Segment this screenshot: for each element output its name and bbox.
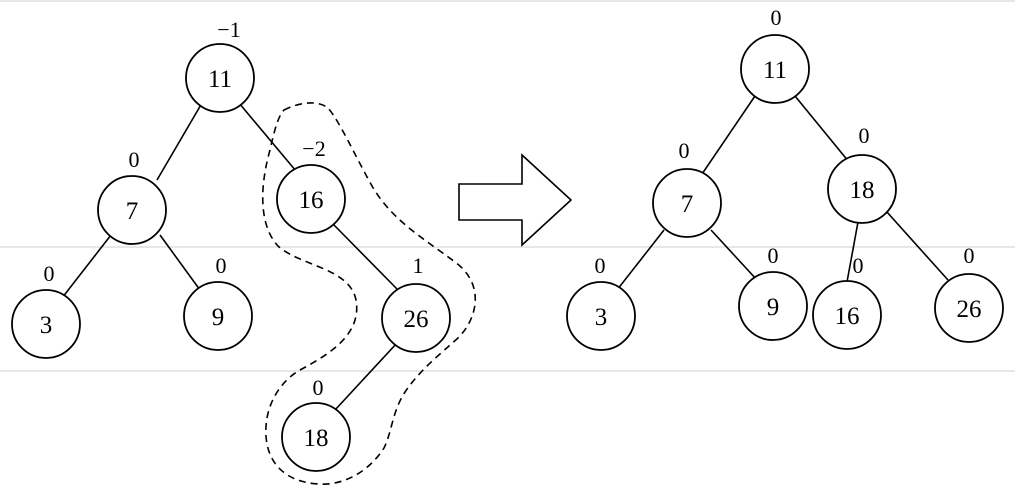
balance-factor: 0	[679, 138, 690, 163]
tree-node: 0 3	[11, 261, 81, 359]
tree-node: 0 11	[740, 5, 810, 104]
node-circle	[652, 168, 722, 238]
edge-26-18	[334, 342, 398, 411]
node-circle	[738, 271, 808, 341]
node-key: 26	[957, 296, 982, 323]
tree-node: −1 11	[185, 17, 255, 113]
balance-factor: 1	[413, 253, 424, 278]
edge-18-16	[846, 221, 859, 283]
node-key: 11	[208, 66, 232, 93]
node-key: 9	[212, 304, 225, 331]
edge-18-26	[885, 210, 949, 281]
tree-node: 0 7	[97, 147, 167, 245]
tree-node: −2 16	[276, 136, 346, 234]
tree-node: 0 3	[566, 253, 636, 351]
right-arrow-icon	[458, 153, 573, 247]
edge-7-9	[710, 229, 758, 281]
node-key: 7	[126, 198, 139, 225]
edge-7-9	[159, 234, 201, 291]
edge-11-16	[238, 102, 297, 172]
tree-node: 0 18	[281, 375, 351, 472]
node-key: 9	[767, 294, 780, 321]
edge-7-3	[616, 229, 665, 291]
balance-factor: −2	[302, 136, 325, 161]
node-key: 16	[299, 187, 324, 214]
node-key: 26	[404, 306, 429, 333]
node-key: 18	[850, 177, 875, 204]
node-circle	[812, 280, 882, 350]
rotation-highlight-outline	[261, 102, 477, 485]
balance-factor: 0	[964, 243, 975, 268]
after-tree: 0 11 0 7 0 18 0 3 0 9 0 16	[566, 5, 1004, 351]
balance-factor: 0	[859, 123, 870, 148]
tree-node: 0 16	[812, 253, 882, 350]
node-circle	[566, 281, 636, 351]
edge-7-3	[61, 234, 112, 299]
tree-node: 0 9	[738, 243, 808, 341]
balance-factor: −1	[217, 17, 240, 42]
node-key: 3	[40, 312, 53, 339]
node-circle	[97, 175, 167, 245]
tree-node: 0 18	[827, 123, 897, 224]
node-key: 11	[763, 57, 787, 84]
balance-factor: 0	[313, 375, 324, 400]
node-circle	[11, 289, 81, 359]
balance-factor: 0	[44, 261, 55, 286]
edge-11-7	[699, 95, 756, 178]
balance-factor: 0	[129, 147, 140, 172]
node-circle	[276, 164, 346, 234]
node-key: 16	[835, 303, 860, 330]
node-circle	[740, 34, 810, 104]
node-key: 3	[595, 304, 608, 331]
node-circle	[934, 273, 1004, 343]
node-circle	[183, 281, 253, 351]
node-key: 18	[304, 425, 329, 452]
balance-factor: 0	[768, 243, 779, 268]
tree-node: 1 26	[381, 253, 451, 353]
edge-16-26	[332, 223, 398, 290]
edge-11-18	[794, 95, 850, 163]
node-circle	[381, 283, 451, 353]
tree-node: 0 9	[183, 253, 253, 351]
tree-node: 0 26	[934, 243, 1004, 343]
balance-factor: 0	[771, 5, 782, 30]
balance-factor: 0	[853, 253, 864, 278]
edge-11-7	[156, 102, 203, 181]
before-tree: −1 11 0 7 −2 16 0 3 0 9 1 26	[11, 17, 477, 485]
balance-factor: 0	[595, 253, 606, 278]
node-key: 7	[681, 191, 694, 218]
tree-node: 0 7	[652, 138, 722, 238]
node-circle	[185, 43, 255, 113]
node-circle	[827, 154, 897, 224]
balance-factor: 0	[216, 253, 227, 278]
node-circle	[281, 402, 351, 472]
